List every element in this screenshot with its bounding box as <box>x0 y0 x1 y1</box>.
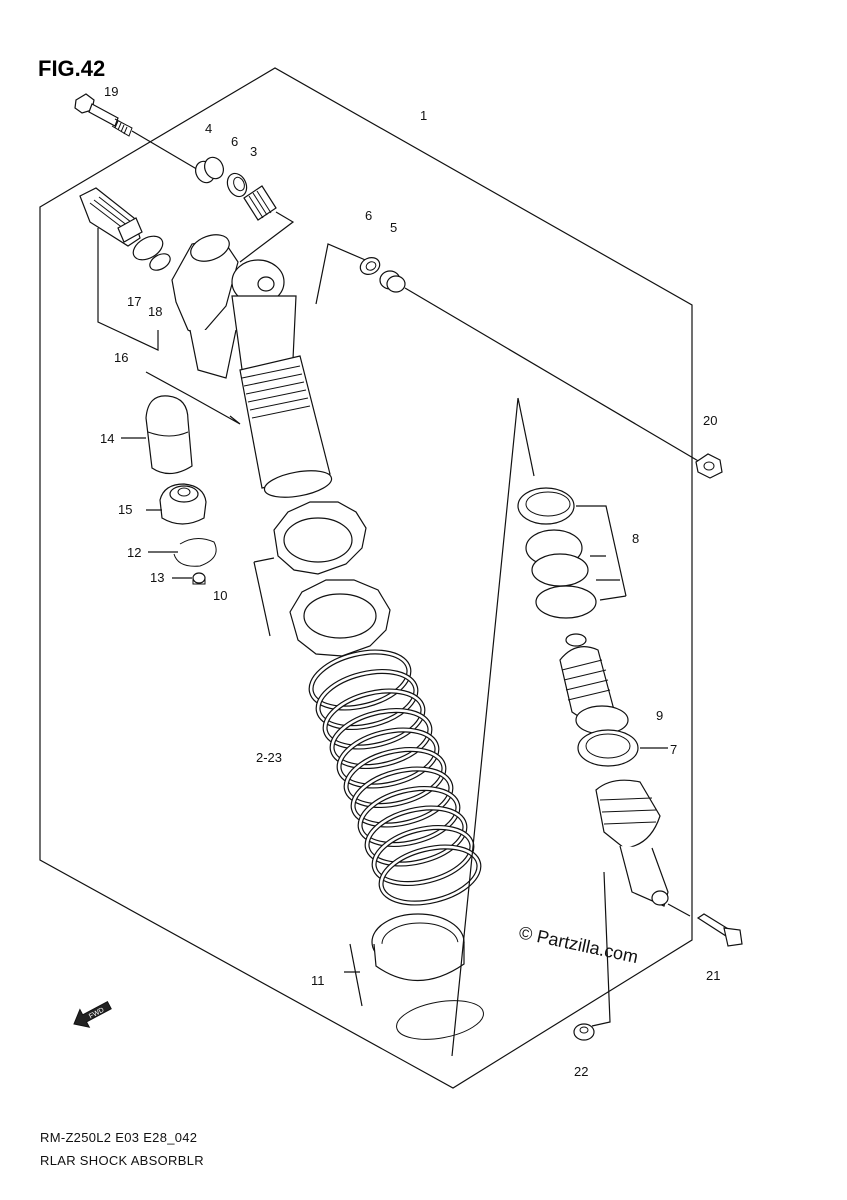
o-ring-17 <box>132 235 164 261</box>
bearing-3 <box>243 185 277 221</box>
callout-22: 22 <box>574 1064 588 1079</box>
callout-19: 19 <box>104 84 118 99</box>
spring-nut-10 <box>273 501 391 657</box>
spring-coil-inner <box>309 650 411 710</box>
callout-13: 13 <box>150 570 164 585</box>
spring-coil-inner <box>337 728 439 788</box>
spring-coil-inner <box>372 826 474 885</box>
shock-eye-lower <box>595 779 669 907</box>
callout-20: 20 <box>703 413 717 428</box>
callout-1: 1 <box>420 108 427 123</box>
callout-2-23: 2-23 <box>256 750 282 765</box>
callout-3: 3 <box>250 144 257 159</box>
callout-15: 15 <box>118 502 132 517</box>
callouts: 1 2-23 3 4 5 6 6 7 8 9 10 11 12 13 14 15… <box>100 84 720 1079</box>
seals-8 <box>517 487 597 619</box>
spring-coil-inner <box>323 689 425 749</box>
callout-11: 11 <box>311 973 325 988</box>
callout-12: 12 <box>127 545 141 560</box>
bolt-19 <box>74 93 201 172</box>
callout-17: 17 <box>127 294 141 309</box>
fwd-arrow-icon: FWD <box>73 1001 112 1028</box>
callout-4: 4 <box>205 121 212 136</box>
spring-seat-11 <box>371 913 484 1040</box>
section-title: RLAR SHOCK ABSORBLR <box>40 1153 204 1168</box>
spring-coil-inner <box>351 767 453 827</box>
seal-6-right <box>359 257 381 275</box>
washer-22 <box>573 1023 595 1041</box>
spring-coil-inner <box>316 670 418 729</box>
o-ring-18 <box>149 253 171 271</box>
callout-18: 18 <box>148 304 162 319</box>
spring-2 <box>308 649 482 906</box>
figure-title: FIG.42 <box>38 56 105 81</box>
model-code: RM-Z250L2 E03 E28_042 <box>40 1130 197 1145</box>
callout-16: 16 <box>114 350 128 365</box>
callout-5: 5 <box>390 220 397 235</box>
spring-coil-inner <box>358 787 460 846</box>
nut-20 <box>695 453 723 479</box>
bolt-21 <box>696 913 743 947</box>
bladder-14 <box>145 395 193 475</box>
collar-5 <box>379 270 406 293</box>
spring-coil-inner <box>365 806 467 866</box>
callout-21: 21 <box>706 968 720 983</box>
callout-6-upper: 6 <box>231 134 238 149</box>
watermark: © Partzilla.com <box>517 922 640 967</box>
reservoir-cap-16 <box>79 187 143 247</box>
spring-coil-inner <box>379 845 481 905</box>
callout-8: 8 <box>632 531 639 546</box>
seal-6-upper <box>226 172 248 198</box>
callout-6-right: 6 <box>365 208 372 223</box>
callout-10: 10 <box>213 588 227 603</box>
assembly-boundary <box>39 67 693 1089</box>
spring-coil-inner <box>330 709 432 768</box>
collar-4 <box>195 156 224 184</box>
damper-rod-9 <box>559 633 639 767</box>
shock-body <box>171 234 333 498</box>
valve-13 <box>192 572 206 585</box>
callout-14: 14 <box>100 431 114 446</box>
circlip-12 <box>173 538 217 567</box>
callout-7: 7 <box>670 742 677 757</box>
reservoir-cap-15 <box>159 483 207 525</box>
spring-coil-inner <box>344 748 446 807</box>
fwd-arrow-label: FWD <box>88 1007 105 1021</box>
callout-9: 9 <box>656 708 663 723</box>
